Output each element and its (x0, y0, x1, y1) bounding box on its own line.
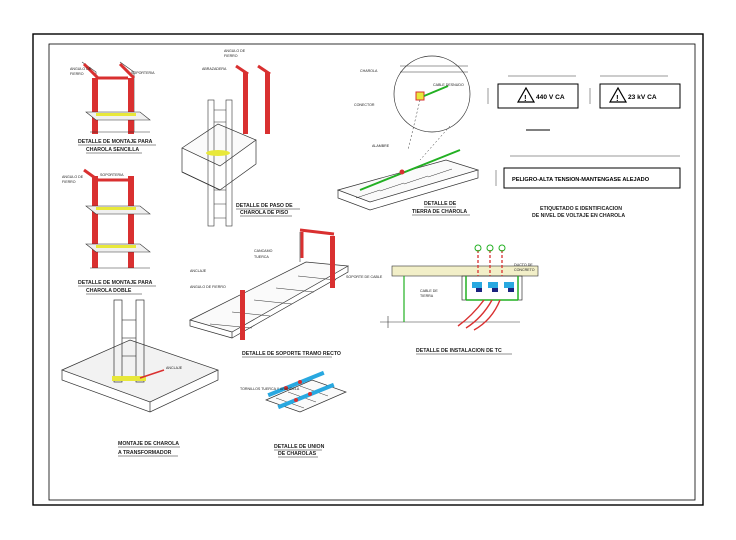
detail-tray-to-transformer: ANCLAJE (61, 299, 219, 413)
svg-text:DUCTO DE: DUCTO DE (514, 263, 533, 267)
warning-triangle-icon (608, 86, 628, 103)
warning-strip-text: PELIGRO-ALTA TENSION-MANTENGASE ALEJADO (512, 177, 650, 183)
detail-tray-union: TORNILLOS TUERCA Y ARANDELA (240, 370, 347, 413)
caption-grounding-2: TIERRA DE CHAROLA (412, 209, 467, 215)
voltage-label-23kv: 23 kV CA (628, 94, 657, 101)
warning-strip (503, 167, 681, 189)
detail-tray-grounding: CHAROLA CABLE DESNUDO CONECTOR ALAMBRE (336, 55, 480, 211)
caption-union-2: DE CHAROLAS (278, 451, 317, 457)
svg-text:ANGULO DE: ANGULO DE (62, 175, 84, 179)
caption-grounding-1: DETALLE DE (424, 201, 457, 207)
svg-text:FIERRO: FIERRO (70, 72, 84, 76)
caption-transformer-1: MONTAJE DE CHAROLA (118, 441, 179, 447)
svg-text:CONCRETO: CONCRETO (514, 268, 535, 272)
svg-text:FIERRO: FIERRO (62, 180, 76, 184)
voltage-sign-440 (497, 83, 579, 109)
caption-tc-installation: DETALLE DE INSTALACION DE TC (416, 348, 502, 354)
svg-text:SOPORTERIA: SOPORTERIA (100, 173, 124, 177)
svg-text:CANCAMO: CANCAMO (254, 249, 273, 253)
detail-straight-support: ANCLAJE ANGULO DE FIERRO SOPORTE DE CABL… (189, 228, 383, 340)
sheet-border (32, 33, 704, 506)
svg-text:FIERRO: FIERRO (224, 54, 238, 58)
caption-double-tray-2: CHAROLA DOBLE (86, 288, 132, 294)
svg-text:!: ! (616, 94, 619, 103)
label-soporte-cable: SOPORTE DE CABLE (346, 275, 383, 279)
label-conector: CONECTOR (354, 103, 375, 107)
detail-voltage-labels: ! 440 V CA ! 23 kV CA PELIGRO-ALTA TENSI… (487, 75, 681, 189)
sheet-inner-border (48, 43, 696, 501)
caption-single-tray-2: CHAROLA SENCILLA (86, 147, 139, 153)
caption-single-tray-1: DETALLE DE MONTAJE PARA (78, 139, 153, 145)
caption-floor-passage-1: DETALLE DE PASO DE (236, 203, 293, 209)
label-soporteria: SOPORTERIA (131, 71, 155, 75)
caption-labeling-2: DE NIVEL DE VOLTAJE EN CHAROLA (532, 213, 625, 219)
label-charola: CHAROLA (360, 69, 378, 73)
label-tornillos: TORNILLOS TUERCA Y ARANDELA (240, 387, 300, 391)
label-anclaje: ANCLAJE (190, 269, 207, 273)
detail-tc-installation: CABLE DE TIERRA DUCTO DE CONCRETO (380, 244, 539, 331)
caption-straight-support: DETALLE DE SOPORTE TRAMO RECTO (242, 351, 341, 357)
caption-union-1: DETALLE DE UNION (274, 444, 325, 450)
caption-transformer-2: A TRANSFORMADOR (118, 450, 172, 456)
voltage-label-440: 440 V CA (536, 94, 565, 101)
label-alambre: ALAMBRE (372, 144, 390, 148)
detail-double-tray-mount: ANGULO DE FIERRO SOPORTERIA (62, 168, 151, 269)
label-angulo: ANGULO DE FIERRO (190, 285, 226, 289)
svg-text:TIERRA: TIERRA (420, 294, 434, 298)
svg-text:CABLE DE: CABLE DE (420, 289, 438, 293)
svg-text:ANGULO DE: ANGULO DE (224, 49, 246, 53)
svg-text:ABRAZADERA: ABRAZADERA (202, 67, 227, 71)
svg-text:ANCLAJE: ANCLAJE (166, 366, 183, 370)
detail-floor-passage: ABRAZADERA ANGULO DE FIERRO (181, 49, 271, 227)
warning-triangle-icon (516, 86, 536, 103)
label-cable-desnudo: CABLE DESNUDO (433, 83, 464, 87)
svg-text:TUERCA: TUERCA (254, 255, 269, 259)
svg-text:ANGULO DE: ANGULO DE (70, 67, 92, 71)
svg-text:!: ! (524, 94, 527, 103)
caption-double-tray-1: DETALLE DE MONTAJE PARA (78, 280, 153, 286)
caption-floor-passage-2: CHAROLA DE PISO (240, 210, 288, 216)
detail-single-tray-mount: ANGULO DE FIERRO SOPORTERIA (70, 61, 155, 134)
caption-labeling-1: ETIQUETADO E IDENTIFICACION (540, 206, 622, 212)
